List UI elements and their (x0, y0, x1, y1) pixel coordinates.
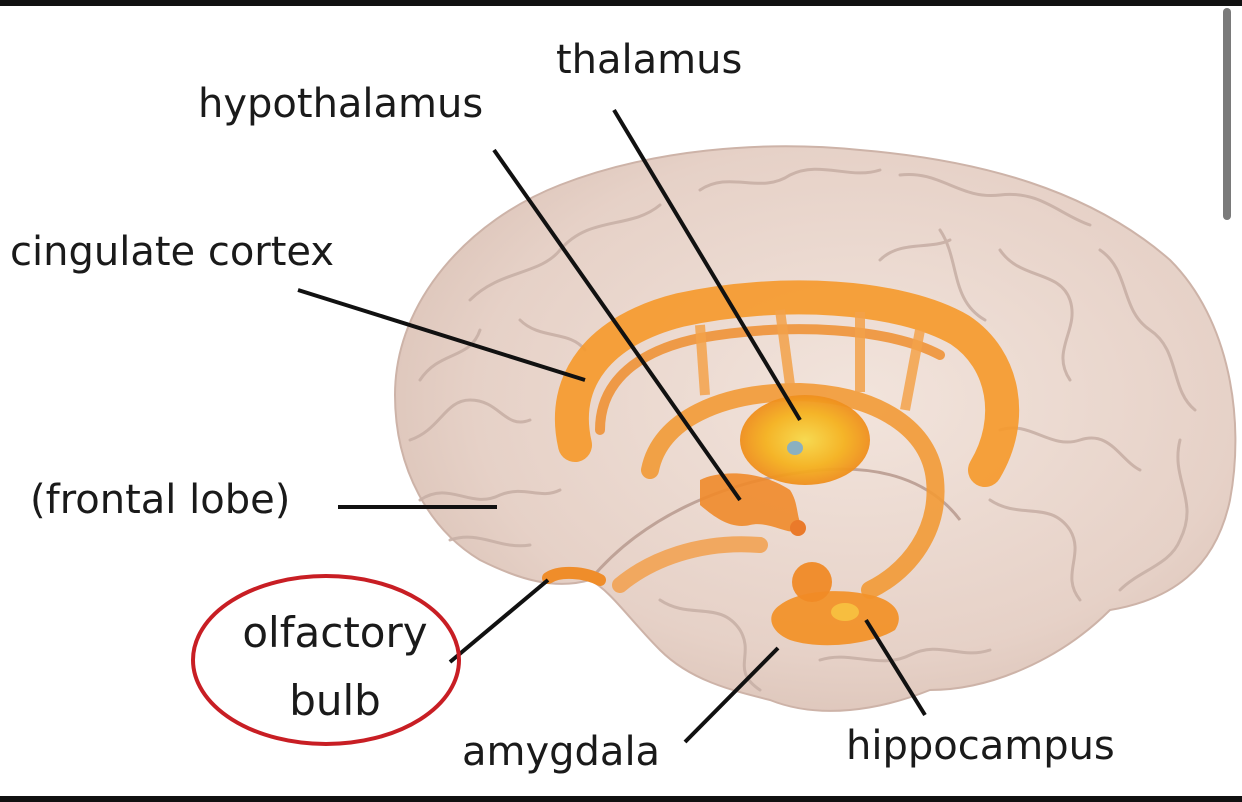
olfactory-bulb (542, 567, 606, 586)
fornix (641, 382, 945, 599)
amygdala (792, 562, 832, 602)
label-frontal-lobe: (frontal lobe) (30, 477, 291, 523)
limbic-system (542, 280, 1020, 646)
label-amygdala: amygdala (462, 729, 661, 775)
label-olfactory-line1: olfactory (242, 608, 428, 657)
bottom-border (0, 796, 1242, 802)
label-thalamus: thalamus (556, 37, 743, 83)
top-border (0, 0, 1242, 6)
highlight-circle (191, 574, 461, 746)
cingulate-gyrus (554, 280, 1020, 487)
gyri-texture (408, 167, 1197, 692)
leader-lines (297, 108, 927, 744)
scrollbar[interactable] (1223, 8, 1231, 220)
thalamus (740, 395, 870, 485)
label-hippocampus: hippocampus (846, 723, 1115, 769)
label-hypothalamus: hypothalamus (198, 81, 484, 127)
label-olfactory-line2: bulb (289, 676, 381, 725)
label-cingulate-cortex: cingulate cortex (10, 229, 335, 275)
hypothalamus (700, 473, 805, 533)
